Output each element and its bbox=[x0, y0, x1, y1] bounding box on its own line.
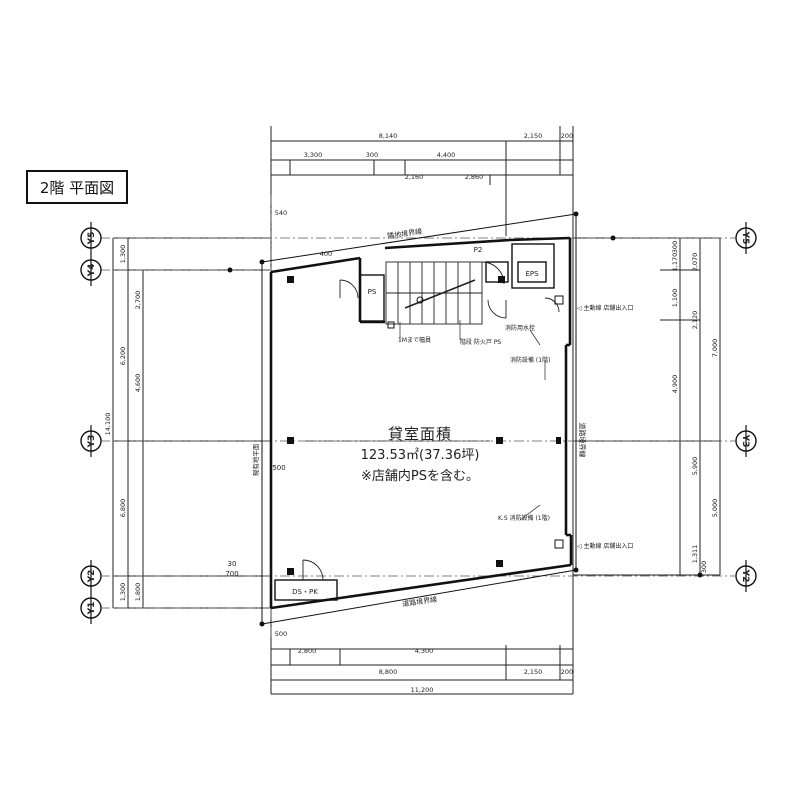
dim-right-1: 1,170 bbox=[671, 253, 679, 272]
dim-left-4: 1,300 bbox=[119, 583, 127, 602]
boundary-points bbox=[227, 211, 703, 627]
plan-title: 2階 平面図 bbox=[26, 170, 128, 204]
dim-bottom-offset: 500 bbox=[275, 630, 287, 638]
building-walls bbox=[269, 236, 573, 610]
label-equip-note-1: 消防設備 (1階) bbox=[510, 356, 550, 364]
annotation-leaders bbox=[306, 320, 546, 521]
doors bbox=[302, 261, 560, 581]
label-small-1: 30 bbox=[228, 560, 237, 568]
axis-label-y5-left: Y5 bbox=[87, 232, 97, 246]
dim-bottom-2: 4,300 bbox=[415, 647, 434, 655]
label-equip-note-2: K.S 消防設備 (1階) bbox=[498, 514, 550, 522]
dim-right-5: 7,000 bbox=[711, 339, 719, 358]
dim-right-10: 300 bbox=[700, 561, 708, 573]
label-entrance-2: ◁ 主動線 店舗出入口 bbox=[577, 542, 633, 550]
label-right-boundary: 道路境界線 bbox=[578, 423, 587, 458]
label-small-2: 700 bbox=[225, 570, 238, 578]
axis-label-y4-left: Y4 bbox=[87, 264, 97, 278]
area-note: ※店舗内PSを含む。 bbox=[361, 469, 479, 484]
dim-right-7: 5,900 bbox=[691, 457, 699, 476]
axis-label-y5-right: Y5 bbox=[740, 231, 750, 245]
area-size: 123.53㎡(37.36坪) bbox=[360, 448, 480, 463]
dim-bottom-3: 8,800 bbox=[379, 668, 398, 676]
label-ev-note: 消防用水栓 bbox=[505, 324, 535, 332]
dim-left-total: 14,100 bbox=[104, 413, 112, 436]
dim-top-sub-3: 4,400 bbox=[437, 151, 456, 159]
equipment-marks bbox=[387, 295, 564, 549]
axis-label-y2-left: Y2 bbox=[87, 570, 97, 584]
dim-mid-vertical: 現有地平面 bbox=[251, 443, 260, 476]
label-entrance-1: ◁ 主動線 店舗出入口 bbox=[577, 304, 633, 312]
grid-axis-ticks bbox=[90, 222, 747, 624]
columns bbox=[287, 276, 561, 575]
dim-right-4: 2,120 bbox=[691, 311, 699, 330]
axis-label-y3-left: Y3 bbox=[87, 435, 97, 449]
label-pipe: P2 bbox=[474, 246, 483, 254]
grid-axis-markers bbox=[80, 227, 757, 619]
dim-top-sub-4: 2,160 bbox=[405, 173, 424, 181]
label-small-3: 500 bbox=[272, 464, 285, 472]
axis-label-y3-right: Y3 bbox=[740, 434, 750, 448]
label-ds-pk: DS・PK bbox=[292, 588, 318, 596]
dim-top-sub-1: 3,300 bbox=[304, 151, 323, 159]
dim-left-1: 1,300 bbox=[119, 245, 127, 264]
dim-left-2: 6,200 bbox=[119, 347, 127, 366]
dim-right-11: 300 bbox=[671, 241, 679, 253]
dim-top-sub-5: 2,860 bbox=[465, 173, 484, 181]
dim-top-3: 200 bbox=[561, 132, 573, 140]
axis-label-y1-left: Y1 bbox=[87, 602, 97, 616]
label-stair-note: 1Mまで幅員 bbox=[398, 336, 431, 344]
dim-left-sub-1: 2,700 bbox=[134, 291, 142, 310]
dim-top-1: 8,140 bbox=[379, 132, 398, 140]
leasable-area-label: 貸室面積 123.53㎡(37.36坪) ※店舗内PSを含む。 bbox=[300, 424, 540, 487]
ps-room bbox=[274, 243, 555, 601]
staircase bbox=[385, 261, 483, 325]
dim-bottom-1: 2,800 bbox=[298, 647, 317, 655]
boundary-lines bbox=[261, 213, 577, 625]
dim-bottom-5: 200 bbox=[561, 668, 573, 676]
label-ps-room: PS bbox=[368, 288, 377, 296]
dim-mid-vertical-2: 400 bbox=[320, 250, 332, 258]
dim-top-sub-2: 300 bbox=[366, 151, 378, 159]
dim-left-sub-2: 4,600 bbox=[134, 374, 142, 393]
axis-label-y2-right: Y2 bbox=[740, 569, 750, 583]
dim-top-offset: 540 bbox=[275, 209, 287, 217]
dimension-frame bbox=[112, 126, 721, 695]
area-title: 貸室面積 bbox=[387, 425, 452, 443]
dim-right-3: 1,100 bbox=[671, 289, 679, 308]
dim-left-3: 6,800 bbox=[119, 499, 127, 518]
dim-right-6: 4,900 bbox=[671, 375, 679, 394]
dim-bottom-4: 2,150 bbox=[524, 668, 543, 676]
dim-bottom-total: 11,200 bbox=[411, 686, 434, 694]
dim-left-5: 1,800 bbox=[134, 583, 142, 602]
dim-right-8: 5,000 bbox=[711, 499, 719, 518]
label-door-note: 階段 防火戸 PS bbox=[460, 338, 501, 346]
dim-right-2: 2,070 bbox=[691, 253, 699, 272]
label-eps: EPS bbox=[525, 270, 539, 278]
dim-top-2: 2,150 bbox=[524, 132, 543, 140]
dim-right-9: 1,311 bbox=[691, 545, 699, 564]
